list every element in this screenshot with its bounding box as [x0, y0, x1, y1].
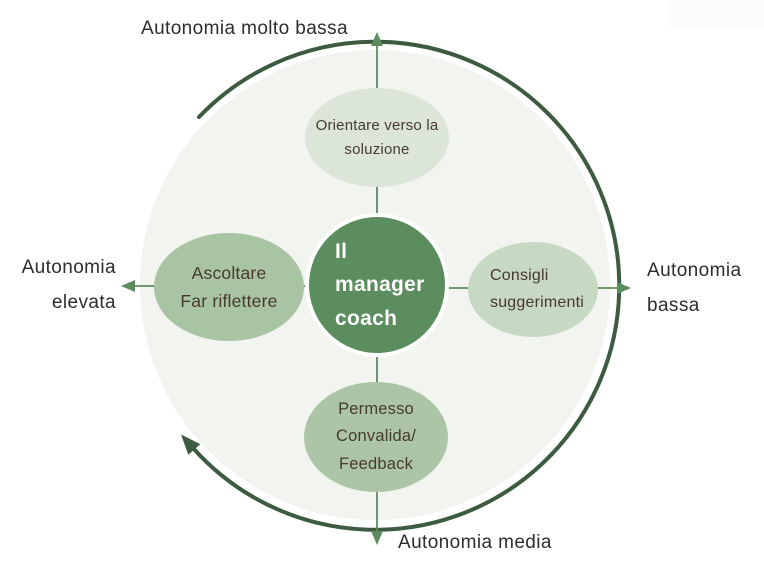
axis-label-right-line2: bassa	[647, 295, 700, 317]
watermark-block	[668, 0, 764, 26]
bubble-permesso-line2: Convalida/	[336, 427, 416, 446]
axis-label-left-line2: elevata	[51, 292, 116, 314]
bubble-orientare-line2: soluzione	[344, 140, 410, 158]
center-circle-manager-coach: Il manager coach	[305, 213, 449, 357]
axis-label-left: Autonomia elevata	[6, 250, 116, 320]
bubble-permesso-line3: Feedback	[338, 454, 414, 473]
bubble-ascoltare-line2: Far riflettere	[180, 291, 278, 311]
bubble-orientare: Orientare verso la soluzione	[305, 88, 449, 187]
center-line2: manager	[335, 273, 425, 297]
axis-label-left-line1: Autonomia	[21, 257, 116, 278]
bubble-permesso: Permesso Convalida/ Feedback	[304, 382, 448, 492]
bubble-permesso-line1: Permesso	[338, 400, 414, 419]
axis-label-right-line1: Autonomia	[647, 260, 742, 281]
center-line3: coach	[335, 306, 398, 330]
bubble-orientare-line1: Orientare verso la	[315, 117, 439, 135]
bubble-consigli-line1: Consigli	[490, 267, 549, 285]
center-line1: Il	[335, 239, 348, 263]
axis-label-bottom: Autonomia media	[398, 532, 552, 553]
bubble-ascoltare-line1: Ascoltare	[191, 263, 267, 283]
bubble-consigli: Consigli suggerimenti	[468, 242, 598, 337]
bubble-consigli-line2: suggerimenti	[490, 293, 585, 311]
axis-label-top: Autonomia molto bassa	[141, 18, 348, 39]
bubble-ascoltare: Ascoltare Far riflettere	[154, 233, 304, 341]
axis-label-right: Autonomia bassa	[647, 253, 762, 323]
